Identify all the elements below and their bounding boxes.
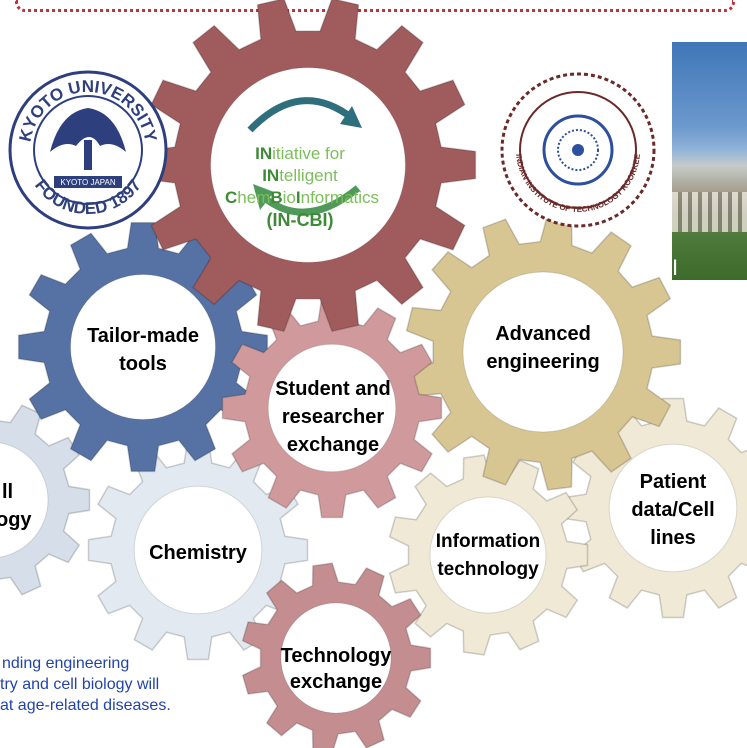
gear-hub — [267, 343, 397, 473]
label-chemistry: Chemistry — [149, 542, 247, 564]
campus-photo: I Te — [672, 42, 747, 280]
gear-hub — [133, 485, 263, 615]
gear-hub — [462, 271, 624, 433]
gear-hub — [280, 602, 392, 714]
gear-tailor-made-tools — [17, 221, 269, 473]
center-gear-title: INitiative for INtelligent ChemBioInform… — [225, 143, 380, 231]
gear-hub — [429, 496, 547, 614]
gear-student-exchange — [221, 297, 443, 519]
iit-roorkee-logo: INDIAN INSTITUTE OF TECHNOLOGY ROORKEE — [500, 72, 656, 228]
gear-advanced-engineering — [405, 213, 682, 491]
kyoto-university-logo: KYOTO JAPAN KYOTO UNIVERSITY FOUNDED 189… — [8, 70, 168, 230]
center-title-line1: INitiative for INtelligent — [255, 144, 345, 185]
summary-line1: nding engineering — [2, 655, 130, 672]
gear-cell-biology — [0, 404, 91, 596]
header-dotted-border — [15, 0, 735, 12]
svg-text:KYOTO JAPAN: KYOTO JAPAN — [60, 178, 115, 187]
summary-text: nding engineering try and cell biology w… — [0, 653, 300, 716]
gear-chemistry — [87, 439, 309, 661]
summary-line2: try and cell biology will — [0, 676, 160, 693]
gear-hub — [70, 274, 216, 420]
gear-technology-exchange — [241, 562, 432, 748]
center-title-line2: ChemBioInformatics — [225, 188, 380, 207]
gear-hub — [0, 442, 49, 558]
gear-hub — [608, 443, 738, 573]
gear-information-technology — [388, 454, 589, 656]
cycle-arrows-icon — [247, 97, 362, 216]
photo-caption: I Te — [672, 257, 678, 280]
photo-caption-line1: I — [672, 255, 679, 280]
photo-building — [672, 192, 747, 232]
gear-hub — [210, 67, 406, 263]
center-title-acronym: (IN-CBI) — [266, 210, 334, 230]
gear-center-incbi — [139, 0, 477, 333]
summary-line3: at age-related diseases. — [0, 697, 171, 714]
